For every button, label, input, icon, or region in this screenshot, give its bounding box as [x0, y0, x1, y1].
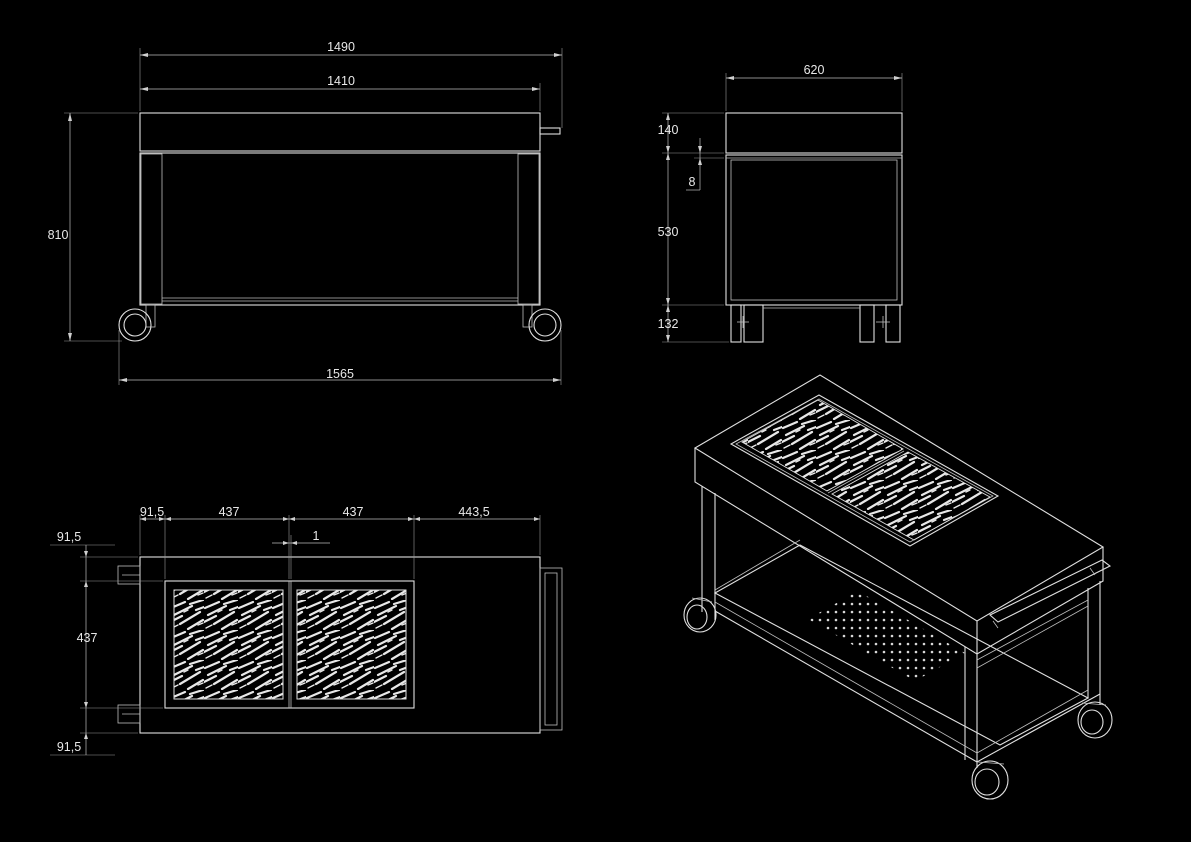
- grill-grate-right: [296, 589, 407, 700]
- dim-plan-grill-2: 437: [343, 505, 364, 519]
- iso-wheel-front: [971, 760, 1009, 800]
- iso-wheel-back-right: [1077, 701, 1113, 739]
- dim-1565: 1565: [326, 367, 354, 381]
- dim-810: 810: [48, 228, 69, 242]
- dim-530: 530: [658, 225, 679, 239]
- front-left-wheel: [118, 304, 156, 342]
- front-view: 1490 1410 810 1565: [48, 40, 563, 385]
- plan-view: 91,5 437 437 443,5 1 91,5 437 91,5: [50, 505, 563, 756]
- dim-plan-gap: 1: [313, 529, 320, 543]
- side-right-leg: [859, 304, 901, 343]
- dim-plan-bottom-margin: 91,5: [57, 740, 81, 754]
- dim-140: 140: [658, 123, 679, 137]
- iso-grill-grate-right: [831, 451, 991, 541]
- dim-plan-right-offset: 443,5: [458, 505, 489, 519]
- grill-grate-left: [173, 589, 284, 700]
- iso-grill-grate-left: [741, 399, 904, 492]
- dim-plan-top-margin: 91,5: [57, 530, 81, 544]
- dim-plan-grill-1: 437: [219, 505, 240, 519]
- dim-plan-grill-depth: 437: [77, 631, 98, 645]
- dim-620: 620: [804, 63, 825, 77]
- side-left-leg: [730, 304, 764, 343]
- iso-wheel-back-left: [683, 597, 717, 633]
- dim-132: 132: [658, 317, 679, 331]
- isometric-view: [683, 374, 1113, 800]
- side-view: 620 140 530 132 8: [658, 63, 903, 343]
- front-right-wheel: [522, 304, 562, 342]
- iso-perforated-panel: [808, 591, 965, 681]
- dim-1490: 1490: [327, 40, 355, 54]
- dim-plan-left-offset: 91,5: [140, 505, 164, 519]
- dim-1410: 1410: [327, 74, 355, 88]
- dim-8: 8: [689, 175, 696, 189]
